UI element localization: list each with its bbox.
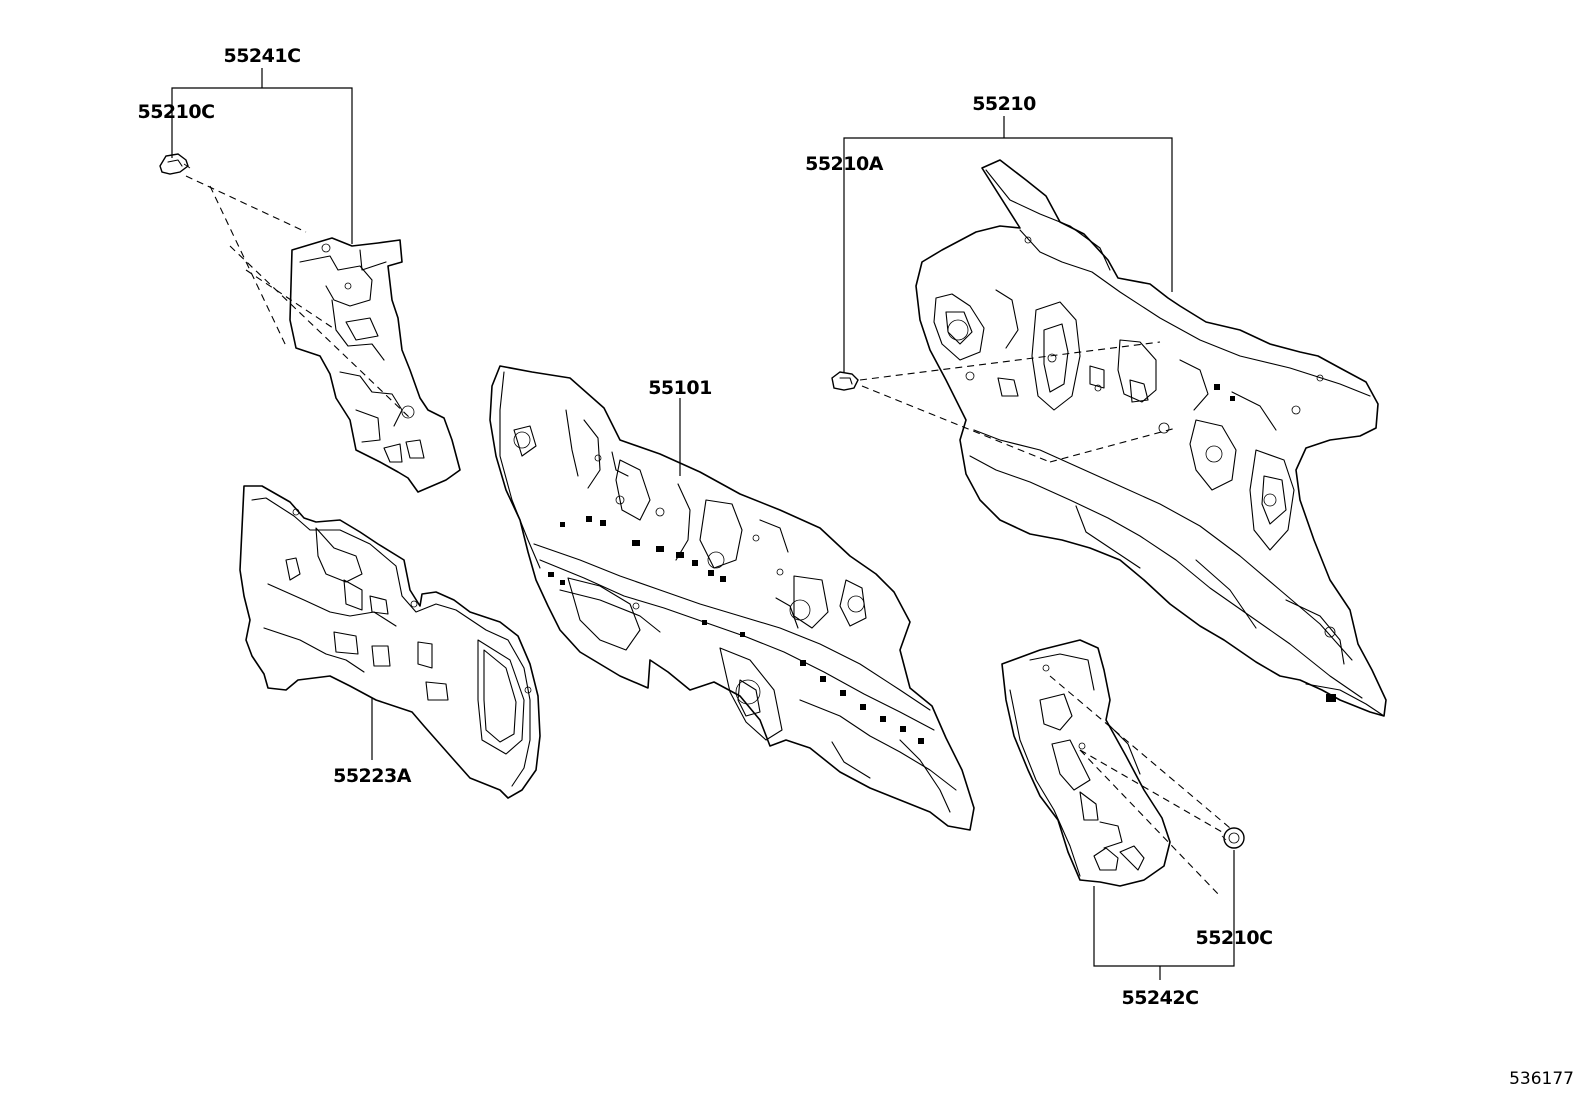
illustration-code: 536177 — [1509, 1069, 1574, 1089]
callout-55210: 55210 — [972, 93, 1036, 115]
assembly-dashed-lines — [185, 175, 1231, 897]
part-55223A-silencer[interactable] — [239, 485, 541, 799]
part-55210-dash-insulator[interactable] — [915, 159, 1387, 717]
part-55101-dash-panel[interactable] — [489, 365, 975, 831]
leader-lines — [171, 68, 1235, 980]
callout-55242C: 55242C — [1121, 987, 1198, 1009]
callout-55241C: 55241C — [223, 45, 300, 67]
callout-55210C-top: 55210C — [137, 101, 214, 123]
callout-55210A: 55210A — [805, 153, 884, 175]
callout-55101: 55101 — [648, 377, 712, 399]
part-55242C-insulator[interactable] — [1001, 639, 1171, 887]
clip-55210A[interactable] — [831, 371, 859, 391]
clip-55210C-bottom[interactable] — [1221, 827, 1245, 849]
callout-55210C-bottom: 55210C — [1195, 927, 1272, 949]
part-55241C-insulator[interactable] — [289, 237, 461, 493]
callout-55223A: 55223A — [333, 765, 412, 787]
clip-55210C-top[interactable] — [159, 153, 191, 175]
